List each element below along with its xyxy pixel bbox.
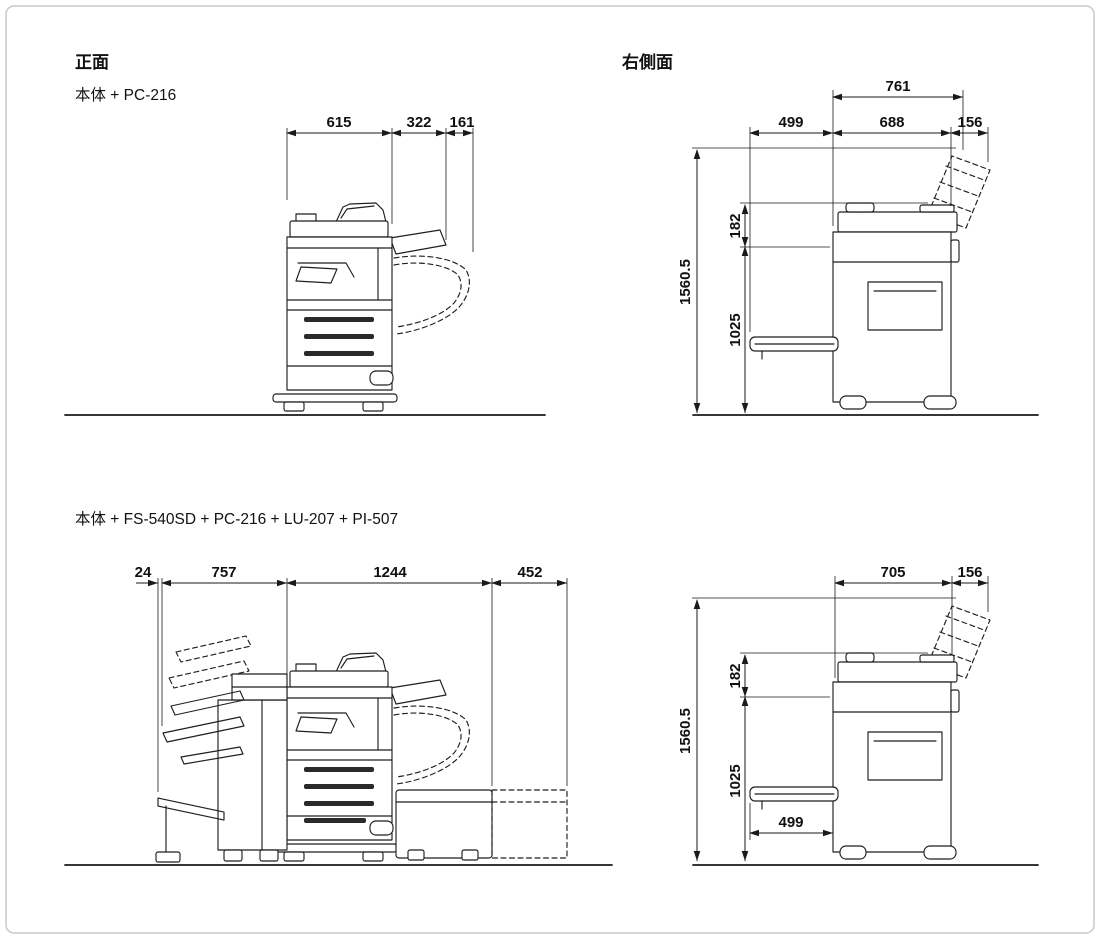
- dim-front-top-body-width: 615: [326, 114, 351, 131]
- dim-front-bottom-finisher-width: 757: [211, 564, 236, 581]
- dim-right-top-panel-overhang: 156: [957, 114, 982, 131]
- dimensions-right-bottom: 705 156 1560.5 182 1025 499: [677, 564, 989, 861]
- dim-right-top-body-depth: 688: [879, 114, 904, 131]
- dim-front-bottom-banner-offset: 24: [135, 564, 152, 581]
- dim-front-bottom-right-extension: 452: [517, 564, 542, 581]
- dim-right-top-overall-height: 1560.5: [677, 259, 694, 305]
- ground-lines: [64, 414, 1039, 866]
- dimensions-right-top: 761 499 688 156 1560.5 182 1025: [677, 78, 989, 413]
- dim-right-bottom-overall-height: 1560.5: [677, 708, 694, 754]
- front-bottom-config-label: 本体 + FS-540SD + PC-216 + LU-207 + PI-507: [75, 510, 398, 528]
- dim-right-top-front-clearance: 499: [778, 114, 803, 131]
- page-border: [5, 5, 1095, 934]
- dim-right-top-body-height: 1025: [727, 313, 744, 346]
- finisher-and-options: [155, 635, 568, 863]
- dim-right-top-overall-depth: 761: [885, 78, 910, 95]
- front-view-title: 正面: [75, 53, 109, 72]
- dimensions-front-bottom: 24 757 1244 452: [135, 564, 568, 792]
- dim-right-bottom-body-height: 1025: [727, 764, 744, 797]
- dim-right-bottom-body-depth: 705: [880, 564, 905, 581]
- dimensions-front-top: 615 322 161: [286, 114, 475, 252]
- dim-right-bottom-panel-overhang: 156: [957, 564, 982, 581]
- dim-right-bottom-front-clearance: 499: [778, 814, 803, 831]
- dim-front-top-panel-overhang: 322: [406, 114, 431, 131]
- right-view-title: 右側面: [622, 52, 673, 72]
- side-view-machine-top: [749, 155, 991, 410]
- front-top-config-label: 本体 + PC-216: [75, 86, 176, 104]
- dim-right-bottom-panel-height: 182: [727, 663, 744, 688]
- front-view-machine-top: [272, 202, 470, 412]
- dim-right-top-panel-height: 182: [727, 213, 744, 238]
- dim-front-top-tray-extension: 161: [449, 114, 474, 131]
- dim-front-bottom-body-width: 1244: [373, 564, 407, 581]
- captions: 正面 本体 + PC-216 右側面 本体 + FS-540SD + PC-21…: [75, 52, 673, 528]
